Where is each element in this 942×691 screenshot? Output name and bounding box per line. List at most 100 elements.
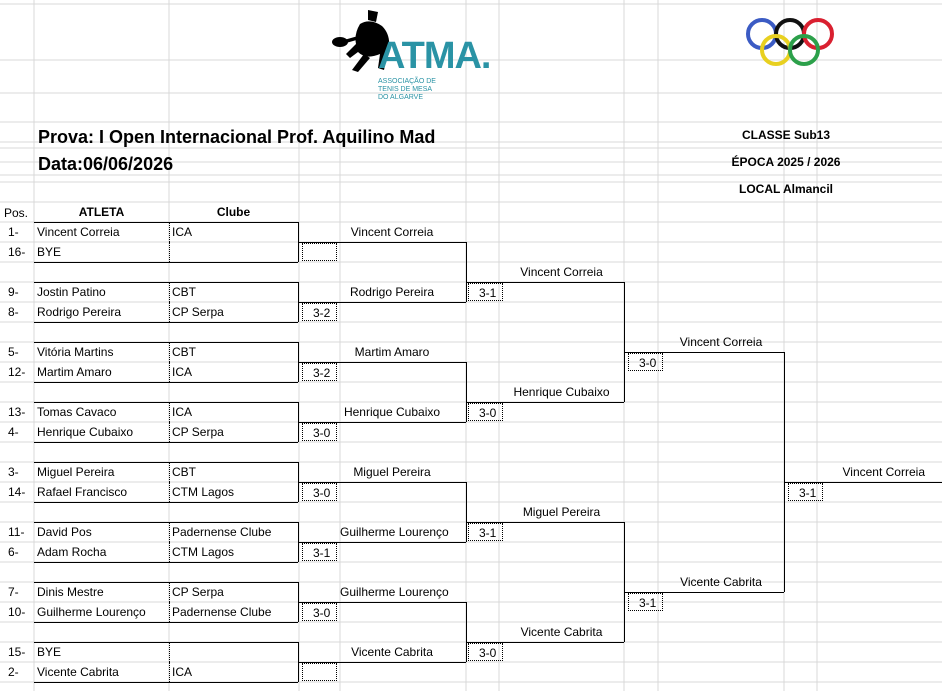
row-position: 6- xyxy=(8,545,19,559)
row-club: Padernense Clube xyxy=(172,525,272,539)
match-top-line xyxy=(34,642,298,643)
r1-line xyxy=(298,242,466,243)
row-position: 1- xyxy=(8,225,19,239)
club-divider xyxy=(169,302,170,322)
club-divider xyxy=(169,642,170,662)
row-position: 9- xyxy=(8,285,19,299)
row-athlete: BYE xyxy=(37,245,62,259)
r1-winner: Martim Amaro xyxy=(354,345,430,359)
row-position: 10- xyxy=(8,605,26,619)
club-divider xyxy=(169,522,170,542)
match-bottom-line xyxy=(34,382,298,383)
row-athlete: Guilherme Lourenço xyxy=(37,605,146,619)
row-club: ICA xyxy=(172,225,193,239)
r1-line xyxy=(298,302,466,303)
row-athlete: Henrique Cubaixo xyxy=(37,425,134,439)
row-athlete: Rodrigo Pereira xyxy=(37,305,122,319)
row-position: 7- xyxy=(8,585,19,599)
r1-line xyxy=(298,542,466,543)
match-bottom-line xyxy=(34,322,298,323)
r3-connector xyxy=(784,352,785,592)
row-club: CTM Lagos xyxy=(172,545,235,559)
row-athlete: Miguel Pereira xyxy=(37,465,115,479)
olympic-rings-icon xyxy=(746,18,834,66)
row-club: CP Serpa xyxy=(172,585,224,599)
row-athlete: David Pos xyxy=(37,525,92,539)
r3-line xyxy=(624,352,784,353)
row-club: CTM Lagos xyxy=(172,485,235,499)
row-athlete: Jostin Patino xyxy=(37,285,106,299)
season-label: ÉPOCA 2025 / 2026 xyxy=(731,155,841,169)
r3-score: 3-0 xyxy=(628,353,663,371)
r1-line xyxy=(298,362,466,363)
r2-winner: Henrique Cubaixo xyxy=(513,385,610,399)
r2-winner: Miguel Pereira xyxy=(522,505,601,519)
final-score: 3-1 xyxy=(788,483,823,501)
match-top-line xyxy=(34,282,298,283)
r2-line xyxy=(466,522,624,523)
match-top-line xyxy=(34,342,298,343)
row-position: 14- xyxy=(8,485,26,499)
match-top-line xyxy=(34,582,298,583)
r1-winner: Guilherme Lourenço xyxy=(340,585,449,599)
row-club: ICA xyxy=(172,365,193,379)
row-club: CP Serpa xyxy=(172,425,224,439)
row-athlete: BYE xyxy=(37,645,62,659)
club-divider xyxy=(169,422,170,442)
col-header-clube: Clube xyxy=(216,205,251,219)
row-position: 15- xyxy=(8,645,26,659)
row-athlete: Martim Amaro xyxy=(37,365,112,379)
row-club: CBT xyxy=(172,465,196,479)
match-bottom-line xyxy=(34,562,298,563)
class-label: CLASSE Sub13 xyxy=(741,128,831,142)
r1-winner: Rodrigo Pereira xyxy=(349,285,435,299)
match-bottom-line xyxy=(34,262,298,263)
row-position: 5- xyxy=(8,345,19,359)
row-position: 3- xyxy=(8,465,19,479)
r3-winner: Vincent Correia xyxy=(679,335,763,349)
row-position: 16- xyxy=(8,245,26,259)
r1-line xyxy=(298,422,466,423)
r2-score: 3-0 xyxy=(468,403,503,421)
row-athlete: Vicente Cabrita xyxy=(37,665,119,679)
row-position: 2- xyxy=(8,665,19,679)
logo-acronym: ATMA. xyxy=(378,35,491,77)
r1-winner: Guilherme Lourenço xyxy=(340,525,449,539)
r1-score xyxy=(302,243,337,261)
club-divider xyxy=(169,282,170,302)
row-club: CP Serpa xyxy=(172,305,224,319)
row-position: 13- xyxy=(8,405,26,419)
r2-connector xyxy=(624,522,625,642)
row-position: 4- xyxy=(8,425,19,439)
r3-line xyxy=(624,592,784,593)
match-bottom-line xyxy=(34,622,298,623)
row-position: 11- xyxy=(8,525,25,539)
row-club: CBT xyxy=(172,285,196,299)
club-divider xyxy=(169,342,170,362)
logo-line2: TENIS DE MESA xyxy=(378,86,433,93)
r2-score: 3-1 xyxy=(468,283,503,301)
event-title: Prova: I Open Internacional Prof. Aquili… xyxy=(38,127,436,147)
r2-line xyxy=(466,402,624,403)
row-athlete: Tomas Cavaco xyxy=(37,405,117,419)
row-athlete: Adam Rocha xyxy=(37,545,107,559)
r3-score: 3-1 xyxy=(628,593,663,611)
row-athlete: Dinis Mestre xyxy=(37,585,104,599)
logo-line1: ASSOCIAÇÃO DE xyxy=(378,78,436,85)
row-club: ICA xyxy=(172,665,193,679)
r1-connector xyxy=(466,362,467,422)
r1-connector xyxy=(466,482,467,542)
event-date: Data:06/06/2026 xyxy=(38,154,174,174)
r1-connector xyxy=(466,242,467,302)
r1-score: 3-0 xyxy=(302,423,337,441)
club-divider xyxy=(169,462,170,482)
r2-winner: Vincent Correia xyxy=(520,265,603,279)
atma-logo: ATMA. ASSOCIAÇÃO DE TENIS DE MESA DO ALG… xyxy=(330,6,505,106)
r1-line xyxy=(298,662,466,663)
r1-line xyxy=(298,482,466,483)
r1-score: 3-2 xyxy=(302,303,337,321)
row-athlete: Rafael Francisco xyxy=(37,485,128,499)
r2-line xyxy=(466,282,624,283)
club-divider xyxy=(169,242,170,262)
club-divider xyxy=(169,362,170,382)
